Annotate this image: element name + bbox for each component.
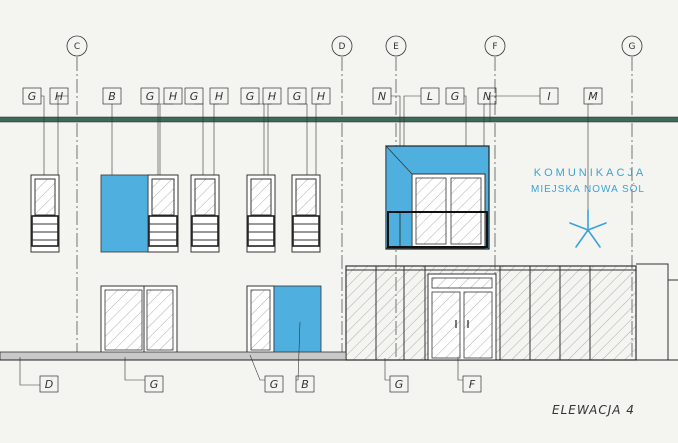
entrance-door (427, 273, 497, 361)
tag-bottom-2: G (150, 378, 159, 391)
grid-axis-markers: C D E F G (66, 35, 643, 57)
brand-sign: KOMUNIKACJA MIEJSKA NOWA SÓL (531, 167, 646, 248)
window-2 (147, 174, 179, 253)
tag-top-11: H (317, 90, 325, 103)
blue-panel-upper (100, 174, 149, 253)
tag-top-14: G (451, 90, 460, 103)
top-material-tag-texts: G H B G H G H G H G H N L G N I M (28, 90, 599, 103)
tag-top-15: N (483, 90, 491, 103)
axis-d-circle (331, 35, 353, 57)
tag-top-1: G (28, 90, 37, 103)
sign-line-2: MIEJSKA NOWA SÓL (531, 182, 645, 195)
tag-top-13: L (427, 90, 433, 103)
tag-bottom-3: G (270, 378, 279, 391)
ground-floor-left (100, 285, 322, 356)
tag-bottom-5: G (395, 378, 404, 391)
glazed-door-1 (100, 285, 178, 356)
tag-bottom-4: B (301, 378, 309, 391)
axis-f-circle (484, 35, 506, 57)
bay-window (385, 144, 490, 250)
window-3 (190, 174, 220, 253)
tag-top-7: H (215, 90, 223, 103)
glazed-door-2 (246, 285, 275, 356)
bottom-material-tags (39, 375, 482, 393)
window-1 (30, 174, 60, 253)
roof-line (0, 116, 678, 123)
tag-bottom-6: F (469, 378, 476, 391)
axis-c-circle (66, 35, 88, 57)
bottom-material-tag-texts: D G G B G F (45, 378, 476, 391)
tag-top-5: H (169, 90, 177, 103)
axis-g-label: G (629, 42, 636, 52)
axis-c-label: C (74, 42, 80, 52)
glazed-facade (345, 263, 678, 361)
tag-top-2: H (55, 90, 63, 103)
tag-top-4: G (146, 90, 155, 103)
sign-line-1: KOMUNIKACJA (534, 167, 646, 179)
axis-e-label: E (393, 42, 399, 52)
blue-panel-lower (273, 285, 322, 356)
axis-d-label: D (339, 42, 346, 52)
window-5 (291, 174, 321, 253)
bottom-leader-lines (19, 321, 463, 386)
tag-top-16: I (547, 90, 550, 103)
tag-top-6: G (190, 90, 199, 103)
brand-star-icon (569, 209, 607, 248)
axis-g-circle (621, 35, 643, 57)
tag-top-8: G (246, 90, 255, 103)
drawing-title: ELEWACJA 4 (552, 403, 635, 417)
axis-f-label: F (492, 42, 497, 52)
tag-top-9: H (268, 90, 276, 103)
ground-plinth (0, 351, 678, 361)
window-4 (246, 174, 276, 253)
upper-windows (30, 174, 321, 253)
tag-top-10: G (293, 90, 302, 103)
axis-e-circle (385, 35, 407, 57)
tag-top-3: B (108, 90, 116, 103)
tag-top-17: M (588, 90, 598, 103)
tag-top-12: N (378, 90, 386, 103)
tag-bottom-1: D (45, 378, 53, 391)
